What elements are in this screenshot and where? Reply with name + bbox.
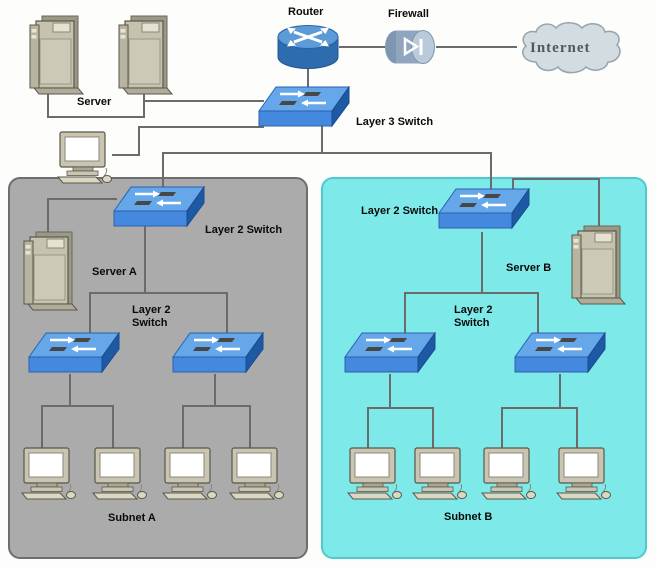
access-switch-b2-icon [514,331,606,374]
label-line: Switch [132,317,168,329]
subnet-a-label: Subnet A [108,512,156,524]
firewall-label: Firewall [388,8,429,20]
connection-line [214,374,216,407]
server-a-icon [22,228,79,312]
server-b-icon [570,222,627,306]
layer2-switch-b-mid-label: Layer 2 Switch [454,304,493,330]
subnet-b-label: Subnet B [444,511,493,523]
connection-line [89,292,228,294]
connection-line [404,292,406,336]
connection-line [41,405,114,407]
connection-line [182,405,251,407]
server-tower-icon [28,12,85,96]
connection-line [307,68,309,92]
connection-line [138,126,264,128]
server-b-label: Server B [506,262,552,274]
connection-line [41,405,43,452]
connection-line [339,46,385,48]
label-line: Switch [454,317,490,329]
connection-line [321,124,323,154]
layer2-switch-a-icon [113,185,205,228]
connection-line [162,152,492,154]
connection-line [436,46,517,48]
firewall-icon [384,29,436,65]
layer2-switch-a-label: Layer 2 Switch [205,224,283,236]
router-icon [277,24,339,70]
workstation-icon [553,446,615,500]
connection-line [143,100,264,102]
workstation-icon [478,446,540,500]
layer2-switch-a-mid-label: Layer 2 Switch [132,304,171,330]
server-tower-icon [117,12,174,96]
connection-line [481,232,483,294]
layer3-switch-icon [258,85,350,128]
admin-workstation-icon [54,130,116,184]
server-a-label: Server A [92,266,137,278]
connection-line [112,154,140,156]
connection-line [182,405,184,452]
workstation-icon [226,446,288,500]
layer2-switch-b-icon [438,187,530,230]
connection-line [249,405,251,452]
connection-line [69,374,71,407]
workstation-icon [409,446,471,500]
layer3-switch-label: Layer 3 Switch [356,116,434,128]
connection-line [138,126,140,156]
connection-line [598,178,600,228]
connection-line [47,198,117,200]
connection-line [512,178,600,180]
connection-line [559,374,561,409]
workstation-icon [344,446,406,500]
connection-line [367,407,369,452]
connection-line [404,292,539,294]
connection-line [432,407,434,452]
connection-line [162,152,164,198]
connection-line [112,405,114,452]
connection-line [144,226,146,294]
workstation-icon [18,446,80,500]
connection-line [47,94,49,118]
internet-label: Internet [530,40,591,56]
connection-line [47,116,145,118]
access-switch-b1-icon [344,331,436,374]
connection-line [89,292,91,336]
label-line: Layer 2 [454,304,493,316]
workstation-icon [159,446,221,500]
workstation-icon [89,446,151,500]
internet-cloud-icon [515,19,627,77]
access-switch-a1-icon [28,331,120,374]
connection-line [389,374,391,409]
connection-line [490,152,492,204]
label-line: Layer 2 [132,304,171,316]
router-label: Router [288,6,324,18]
layer2-switch-b-label: Layer 2 Switch [361,205,439,217]
connection-line [501,407,578,409]
connection-line [537,292,539,336]
connection-line [367,407,434,409]
connection-line [143,92,145,118]
connection-line [226,292,228,336]
server-group-label: Server [77,96,112,108]
connection-line [501,407,503,452]
access-switch-a2-icon [172,331,264,374]
connection-line [576,407,578,452]
connection-line [47,198,49,232]
